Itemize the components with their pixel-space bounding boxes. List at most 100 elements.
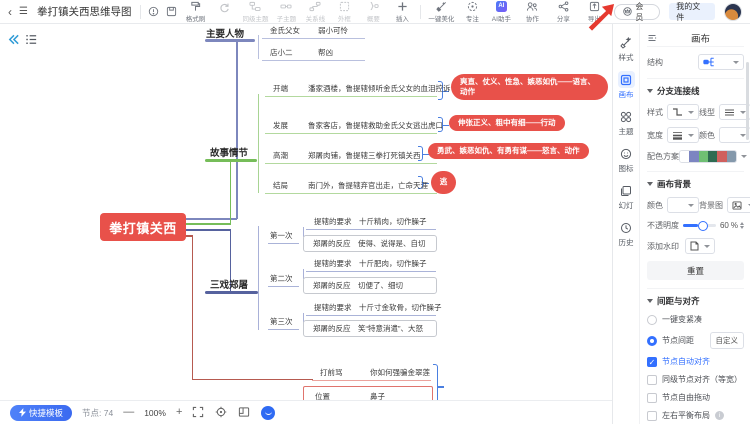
map-node[interactable]: 金氏父女 弱小可怜 [262,25,365,39]
reset-button[interactable]: 重置 [647,261,744,280]
tab-canvas[interactable]: 画布 [617,71,635,100]
collaborate-button[interactable]: 协作 [521,1,543,23]
checkbox-icon[interactable] [647,410,657,421]
zoom-out-button[interactable]: — [123,406,135,418]
map-node[interactable]: 第三次 [268,316,299,330]
map-node[interactable]: 郑屠的反应 切便了、细切 [313,281,403,290]
focus-button[interactable]: 专注 [461,1,483,23]
map-node[interactable]: 发展 鲁家客店，鲁提辖救助金氏父女逃出虎口 [265,120,443,134]
stepper-arrows-icon[interactable] [740,222,744,229]
line-style-dropdown[interactable] [667,104,699,120]
branch-lines-section[interactable]: 分支连接线 [647,85,744,97]
map-node[interactable]: 高潮 郑屠肉铺，鲁提辖三拳打死镇关西 [265,150,437,164]
summary-bubble[interactable]: 爽直、仗义、性急、嫉恶如仇——语言、动作 [451,74,608,101]
map-node[interactable]: 提辖的要求 十斤寸金软骨，切作臊子 [306,302,442,316]
root-topic[interactable]: 拳打镇关西 [100,213,186,241]
structure-dropdown[interactable] [698,54,744,70]
map-node[interactable]: 打前骂 你如何强骗金翠莲 [312,367,431,381]
connector [186,223,231,225]
opacity-slider[interactable] [683,220,716,231]
summary-bubble[interactable]: 逃 [431,171,456,194]
branch-main-characters[interactable]: 主要人物 [206,29,245,40]
line-type-dropdown[interactable] [719,104,750,120]
panel-scrollbar[interactable] [746,62,749,140]
map-node[interactable]: 位置 鼻子 [315,392,385,400]
connector [191,235,194,380]
line-width-dropdown[interactable] [667,127,699,143]
my-files-button[interactable]: 我的文件 [669,2,716,22]
checkbox-icon[interactable] [647,392,657,403]
tab-icons[interactable]: 图标 [618,145,635,174]
zoom-level[interactable]: 100% [144,407,166,418]
membership-button[interactable]: 会员 [614,2,661,22]
map-node[interactable]: 提辖的要求 十斤肥肉，切作臊子 [306,258,436,272]
connector [186,218,237,220]
menu-icon[interactable]: ☰ [19,5,28,17]
option-peer-align[interactable]: 同级节点对齐（等宽） [647,374,744,385]
mindmap-canvas[interactable]: 拳打镇关西 主要人物 金氏父女 弱小可怜 店小二 帮凶 故事情节 开端 潘家酒楼… [0,24,612,400]
option-free-drag[interactable]: 节点自由拖动 [647,392,744,403]
option-compact[interactable]: 一键变紧凑 [647,314,744,325]
branch-story-plot[interactable]: 故事情节 [210,148,249,159]
beautify-button[interactable]: 一键美化 [428,1,454,23]
custom-button[interactable]: 自定义 [709,332,744,349]
map-node[interactable]: 提辖的要求 十斤精肉，切作臊子 [306,216,436,230]
option-auto-align[interactable]: ✓ 节点自动对齐 [647,356,710,367]
bg-image-dropdown[interactable] [727,197,750,213]
tab-theme[interactable]: 主题 [618,108,635,137]
map-node[interactable]: 店小二 帮凶 [262,47,365,61]
slider-knob[interactable] [697,220,708,231]
summary-bubble[interactable]: 勇武、嫉恶如仇、有勇有谋——怒言、动作 [428,143,589,160]
branch-three-teases[interactable]: 三戏郑屠 [210,280,249,291]
line-color-dropdown[interactable] [719,127,750,143]
option-node-spacing[interactable]: 节点间距 自定义 [647,332,744,349]
connector [186,235,193,237]
spacing-align-section[interactable]: 间距与对齐 [647,295,744,307]
minimap-icon[interactable] [238,406,251,419]
map-node[interactable]: 第二次 [268,273,299,287]
locate-center-icon[interactable] [215,406,228,419]
save-icon[interactable] [166,6,177,17]
back-icon[interactable]: ‹ [8,4,12,19]
checkbox-checked-icon[interactable]: ✓ [647,356,657,367]
sibling-topic-button[interactable]: 同级主题 [242,1,268,23]
map-node[interactable]: 郑屠的反应 使得、说得是、自切 [313,239,426,248]
fit-screen-icon[interactable] [192,406,205,419]
share-button[interactable]: 分享 [552,0,574,23]
relation-line-button[interactable]: 关系线 [304,1,326,23]
map-node[interactable]: 郑屠的反应 笑“特意消遣”、大怒 [313,324,423,333]
outline-view-icon[interactable] [24,32,39,47]
quick-template-button[interactable]: 快捷模板 [10,404,73,421]
summary-bubble[interactable]: 伸张正义、粗中有细——行动 [449,115,565,132]
map-node[interactable]: 结局 南门外，鲁提辖弃官出走，亡命天涯 [265,180,437,194]
format-painter-button[interactable]: 格式刷 [184,1,206,23]
panel-collapse-icon[interactable] [647,33,657,43]
radio-icon[interactable] [647,314,657,325]
insert-button[interactable]: 插入 [391,1,413,23]
export-button[interactable]: 导出 [583,1,605,23]
avatar[interactable] [724,2,742,21]
outer-frame-button[interactable]: 外框 [333,1,355,23]
zoom-in-button[interactable]: + [175,406,183,418]
radio-checked-icon[interactable] [647,335,657,346]
tab-style[interactable]: 样式 [618,34,635,63]
ai-assistant-button[interactable]: AI AI助手 [490,0,512,23]
watermark-dropdown[interactable] [685,238,715,254]
color-scheme-picker[interactable] [679,150,747,163]
map-node[interactable]: 开端 潘家酒楼，鲁提辖倾听金氏父女的血泪控诉 [265,83,451,97]
assistant-badge-icon[interactable] [261,405,276,420]
logo-collapse-icon[interactable] [6,32,21,47]
summary-button[interactable]: 概要 [362,1,384,23]
tab-history[interactable]: 历史 [618,219,635,248]
document-title[interactable]: 拳打镇关西思维导图 [36,6,132,18]
opacity-stepper[interactable]: 60 % [720,221,744,230]
map-node[interactable]: 第一次 [268,230,299,244]
checkbox-icon[interactable] [647,374,657,385]
info-icon[interactable] [148,6,159,17]
child-topic-button[interactable]: 子主题 [275,1,297,23]
canvas-bg-section[interactable]: 画布背景 [647,178,744,190]
redo-icon[interactable] [213,2,235,21]
option-balanced-layout[interactable]: 左右平衡布局 i [647,410,744,421]
bg-color-dropdown[interactable] [667,197,699,213]
tab-slides[interactable]: 幻灯 [618,182,635,211]
